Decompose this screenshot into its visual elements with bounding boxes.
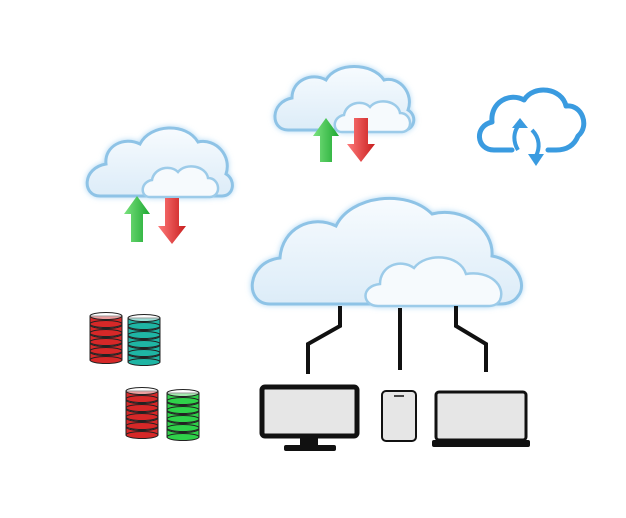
database-disk-bottom [89, 320, 123, 328]
sync-arrow-down-icon [530, 128, 541, 157]
database-stacks [89, 312, 200, 441]
connector-line-laptop [454, 306, 488, 372]
database-disk-top [127, 314, 161, 322]
cloud-upload-download-icon [273, 65, 416, 162]
sync-arrowhead-up [512, 118, 528, 128]
database-disk-bottom [89, 347, 123, 355]
laptop-icon [432, 390, 530, 447]
database-disk-bottom [166, 433, 200, 441]
database-disk-bottom [125, 395, 159, 403]
database-stack-icon [89, 312, 123, 364]
upload-arrow-icon [313, 118, 339, 162]
monitor-stand [300, 438, 318, 446]
database-disk-bottom [125, 404, 159, 412]
database-stack-icon [125, 387, 159, 439]
database-disk-top [166, 389, 200, 397]
database-disk-bottom [127, 322, 161, 330]
database-stack-icon [127, 314, 161, 366]
download-arrow-icon [158, 198, 186, 244]
database-disk-bottom [89, 329, 123, 337]
phone-body [381, 390, 417, 442]
database-disk-bottom [89, 356, 123, 364]
database-disk-bottom [166, 397, 200, 405]
database-disk-bottom [125, 413, 159, 421]
laptop-base [432, 440, 530, 447]
smartphone-icon [381, 390, 417, 442]
cloud-network-icon [250, 196, 524, 374]
database-disk-bottom [166, 415, 200, 423]
laptop-screen [434, 390, 528, 442]
database-disk-bottom [125, 431, 159, 439]
cloud-sync-icon [477, 87, 587, 166]
cloud-shape-inner [364, 256, 503, 308]
database-disk-top [125, 387, 159, 395]
sync-arrowhead-down [528, 154, 544, 166]
download-arrow-icon [347, 118, 375, 162]
cloud-outline [477, 87, 587, 153]
cloud-upload-download-icon [85, 126, 234, 244]
database-disk-bottom [127, 349, 161, 357]
database-disk-bottom [166, 424, 200, 432]
database-disk-bottom [127, 340, 161, 348]
cloud-shape-inner [333, 100, 412, 134]
database-disk-bottom [125, 422, 159, 430]
connector-line-desktop [306, 306, 342, 374]
upload-arrow-icon [124, 196, 150, 242]
database-disk-top [89, 312, 123, 320]
desktop-monitor-icon [259, 384, 360, 451]
database-disk-bottom [166, 406, 200, 414]
database-disk-bottom [89, 338, 123, 346]
cloud-shape-inner [141, 165, 220, 199]
monitor-screen [259, 384, 360, 439]
database-stack-icon [166, 389, 200, 441]
monitor-base [284, 445, 336, 451]
database-disk-bottom [127, 358, 161, 366]
database-disk-bottom [127, 331, 161, 339]
